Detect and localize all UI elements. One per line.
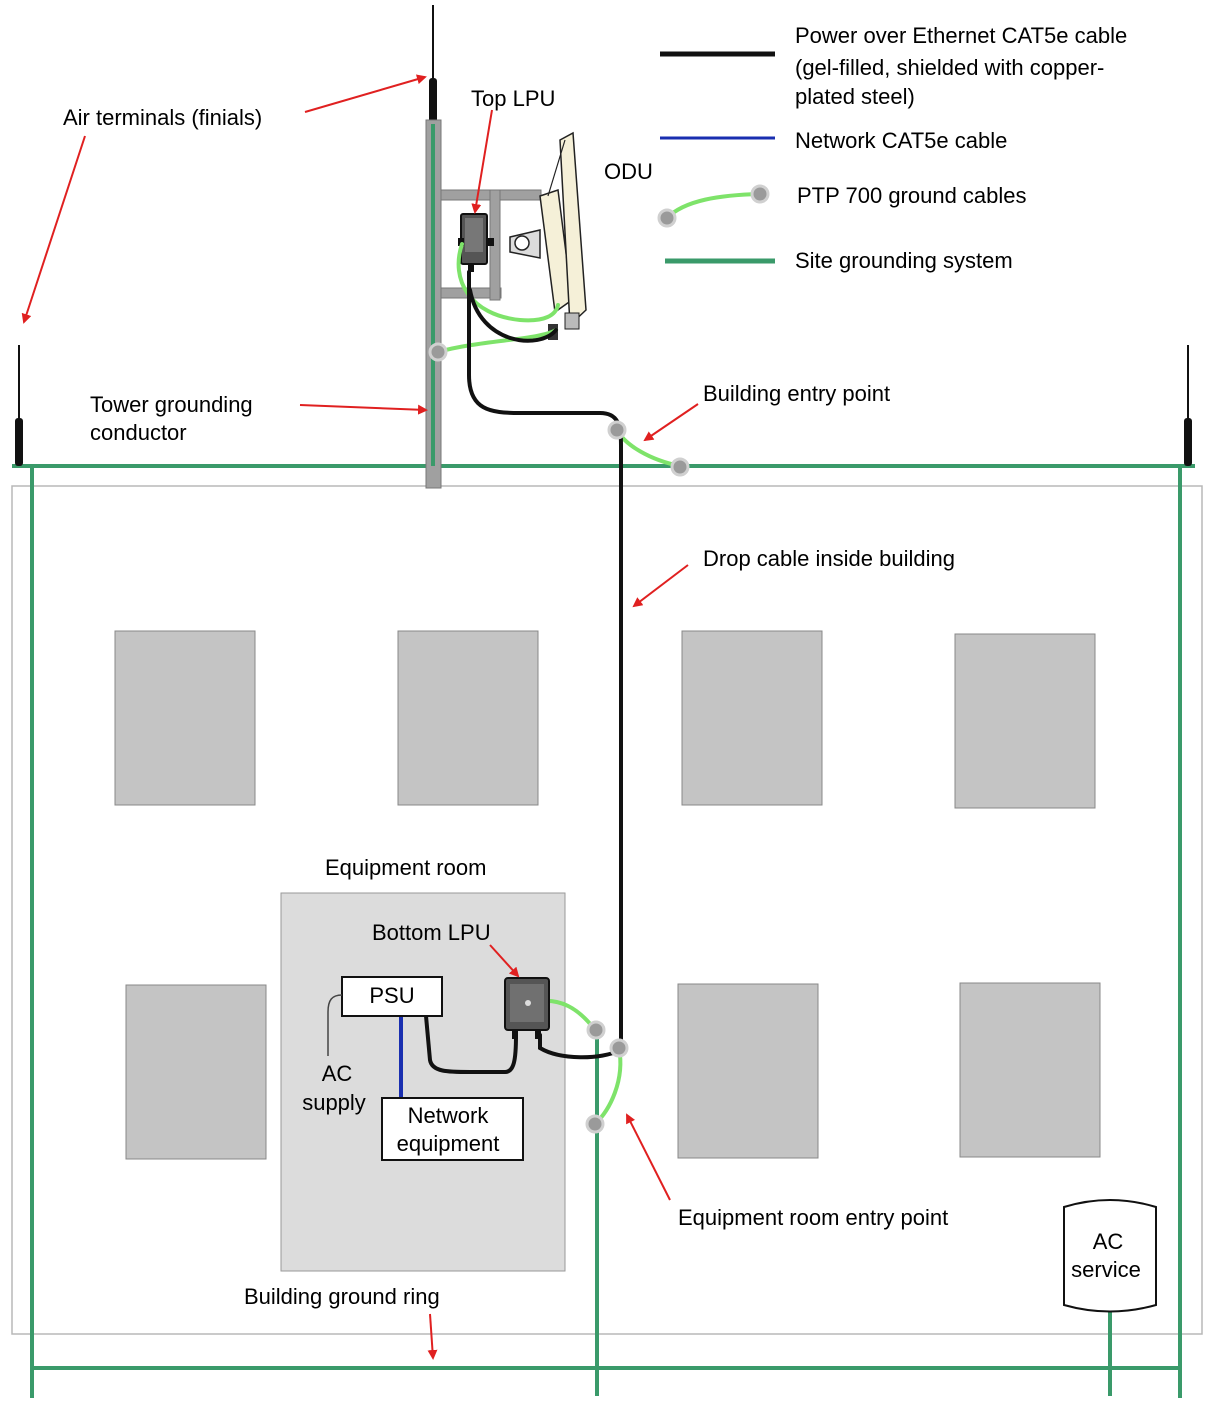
tower-grounding-label-line2: conductor [90,420,187,445]
ac-service-label-line1: AC [1093,1229,1124,1254]
odu-label: ODU [604,159,653,184]
ground-point [670,457,690,477]
air-terminal-left [15,418,23,466]
equipment-room-label: Equipment room [325,855,486,880]
psu-box [341,976,443,1017]
ground-point [607,420,627,440]
bottom-lpu [504,977,550,1039]
arrow-bottom-lpu [489,944,520,978]
network-equipment-label-line1: Network [408,1103,490,1128]
psu-label: PSU [369,983,414,1008]
building-windows [114,630,1101,1160]
window [681,630,823,806]
arrow-equipment-room-entry [626,1113,671,1201]
arrow-building-entry [643,403,699,442]
top-lpu [458,213,494,272]
arrow-air-terminal-left [21,135,86,324]
ac-service-box [1063,1199,1157,1313]
site-grounding-system [12,464,1195,1398]
odu-unit [509,131,587,340]
ac-supply-wire [327,994,343,1056]
window [397,630,539,806]
window [959,982,1101,1158]
ground-point [428,342,448,362]
ground-point [586,1020,606,1040]
drop-cable-label: Drop cable inside building [703,546,955,571]
network-equipment-label-line2: equipment [397,1131,500,1156]
equipment-room [280,892,566,1272]
building-ground-ring-label: Building ground ring [244,1284,440,1309]
network-equipment-box [381,1097,524,1161]
legend-network-label: Network CAT5e cable [795,128,1007,153]
bottom-lpu-label: Bottom LPU [372,920,491,945]
ground-point [585,1114,605,1134]
callout-arrows [21,74,699,1360]
arrow-building-ground-ring [427,1313,438,1360]
window [114,630,256,806]
legend-poe-line3: plated steel) [795,84,915,109]
legend-ground-cable-label: PTP 700 ground cables [797,183,1027,208]
air-terminals-label: Air terminals (finials) [63,105,262,130]
air-terminal-right [1184,418,1192,466]
legend: Power over Ethernet CAT5e cable (gel-fil… [657,23,1127,273]
legend-poe-line1: Power over Ethernet CAT5e cable [795,23,1127,48]
arrow-tower-grounding [299,404,428,415]
building-outline [11,485,1203,1335]
legend-poe-line2: (gel-filled, shielded with copper- [795,55,1104,80]
top-lpu-label: Top LPU [471,86,555,111]
ac-service-label-line2: service [1071,1257,1141,1282]
arrow-air-terminal-mast [304,74,427,113]
building-entry-point-label: Building entry point [703,381,890,406]
ac-supply-label-line2: supply [302,1090,366,1115]
legend-ground-cable-swatch [665,192,761,220]
window [677,983,819,1159]
equipment-room-entry-point-label: Equipment room entry point [678,1205,948,1230]
air-terminal-mast [429,78,437,124]
air-terminals [15,5,1192,466]
window [954,633,1096,809]
window [125,984,267,1160]
ground-connection-points [428,342,690,1134]
arrow-top-lpu [471,109,493,214]
ac-supply-label-line1: AC [322,1061,353,1086]
ground-point [609,1038,629,1058]
legend-site-grounding-label: Site grounding system [795,248,1013,273]
tower-grounding-label-line1: Tower grounding [90,392,253,417]
arrow-drop-cable [632,564,689,608]
